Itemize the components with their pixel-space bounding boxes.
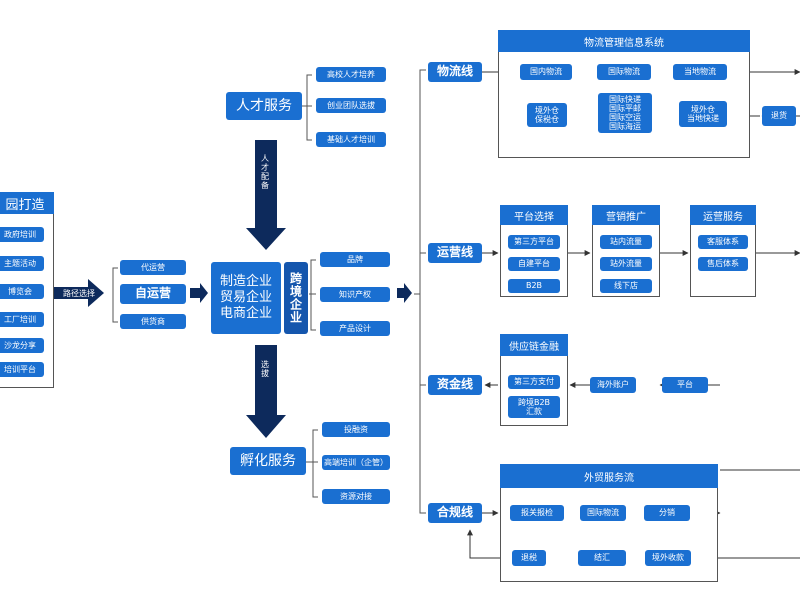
logistics-node-intl-modes: 国际快递 国际平邮 国际空运 国际海运 xyxy=(598,93,652,133)
incubate-arrow-label-wrap: 选拔 xyxy=(258,360,272,400)
incubate-title: 孵化服务 xyxy=(230,447,306,475)
left-item-4: 沙龙分享 xyxy=(0,338,44,353)
logistics-node-overseas: 境外仓 当地快递 xyxy=(679,101,727,127)
left-item-5: 培训平台 xyxy=(0,362,44,377)
trade-top-0: 报关报检 xyxy=(510,505,564,521)
trade-bottom-1: 结汇 xyxy=(578,550,626,566)
incubate-item-2: 资源对接 xyxy=(322,489,390,504)
logistics-node-return: 退货 xyxy=(762,106,796,126)
talent-arrow-label-wrap: 人才配备 xyxy=(258,154,272,210)
line-operation: 运营线 xyxy=(428,243,482,263)
talent-item-0: 高校人才培养 xyxy=(316,67,386,82)
center-cross-border: 跨境企业 xyxy=(284,262,308,334)
trade-top-2: 分销 xyxy=(644,505,690,521)
line-logistics: 物流线 xyxy=(428,62,482,82)
talent-item-2: 基础人才培训 xyxy=(316,132,386,147)
finance-node-overseas-account: 海外账户 xyxy=(590,377,636,393)
brand-item-0: 品牌 xyxy=(320,252,390,267)
service-item-1: 售后体系 xyxy=(698,257,748,271)
marketing-title: 营销推广 xyxy=(592,205,660,225)
left-item-3: 工厂培训 xyxy=(0,312,44,327)
operator-main: 自运营 xyxy=(120,284,186,304)
marketing-item-0: 站内流量 xyxy=(600,235,652,249)
logistics-node-domestic: 国内物流 xyxy=(520,64,572,80)
left-item-0: 政府培训 xyxy=(0,227,44,242)
path-label: 路径选择 xyxy=(63,288,95,298)
line-compliance: 合规线 xyxy=(428,503,482,523)
talent-arrow-label: 人才配备 xyxy=(260,154,270,190)
brand-item-2: 产品设计 xyxy=(320,321,390,336)
platform-item-1: 自建平台 xyxy=(508,257,560,271)
incubate-arrow-label: 选拔 xyxy=(260,360,270,378)
finance-node-platform: 平台 xyxy=(662,377,708,393)
logistics-node-warehouse: 境外仓 保税仓 xyxy=(527,103,567,127)
marketing-item-1: 站外流量 xyxy=(600,257,652,271)
trade-title: 外贸服务流 xyxy=(500,464,718,488)
logistics-node-international: 国际物流 xyxy=(597,64,651,80)
left-item-2: 博览会 xyxy=(0,284,44,299)
left-panel-title: 园打造 xyxy=(0,192,54,214)
incubate-item-0: 投融资 xyxy=(322,422,390,437)
platform-title: 平台选择 xyxy=(500,205,568,225)
center-enterprises: 制造企业 贸易企业 电商企业 xyxy=(211,262,281,334)
platform-item-2: B2B xyxy=(508,279,560,293)
line-finance: 资金线 xyxy=(428,375,482,395)
logistics-system-title: 物流管理信息系统 xyxy=(498,30,750,52)
talent-title: 人才服务 xyxy=(226,92,302,120)
finance-title: 供应链金融 xyxy=(500,334,568,356)
incubate-item-1: 高端培训（企管） xyxy=(322,455,390,470)
logistics-node-local: 当地物流 xyxy=(673,64,727,80)
operator-top: 代运营 xyxy=(120,260,186,275)
marketing-item-2: 线下店 xyxy=(600,279,652,293)
trade-top-1: 国际物流 xyxy=(580,505,626,521)
cross-border-label: 跨境企业 xyxy=(288,272,303,324)
talent-item-1: 创业团队选拔 xyxy=(316,98,386,113)
operator-bottom: 供货商 xyxy=(120,314,186,329)
service-item-0: 客服体系 xyxy=(698,235,748,249)
platform-item-0: 第三方平台 xyxy=(508,235,560,249)
brand-item-1: 知识产权 xyxy=(320,287,390,302)
service-title: 运营服务 xyxy=(690,205,756,225)
trade-bottom-2: 境外收款 xyxy=(645,550,691,566)
finance-item-1: 跨境B2B 汇款 xyxy=(508,396,560,418)
finance-item-0: 第三方支付 xyxy=(508,375,560,389)
left-item-1: 主题活动 xyxy=(0,256,44,271)
trade-bottom-0: 退税 xyxy=(512,550,546,566)
